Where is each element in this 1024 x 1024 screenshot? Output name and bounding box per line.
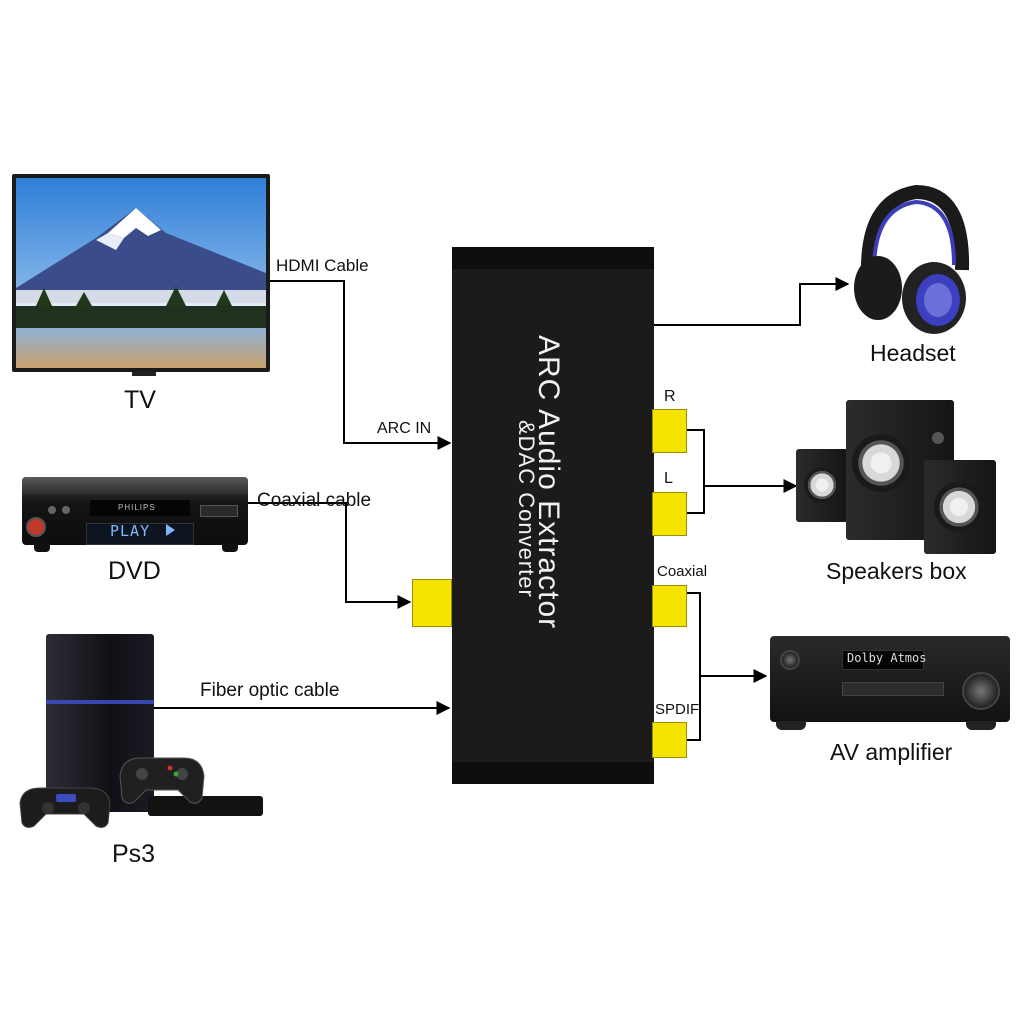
headset-icon xyxy=(854,184,970,334)
arc-in-label: ARC IN xyxy=(377,420,432,437)
hdmi-cable-label: HDMI Cable xyxy=(276,256,369,275)
dvd-foot xyxy=(34,543,50,552)
speaker-driver xyxy=(934,482,984,532)
speakers-label: Speakers box xyxy=(826,558,967,584)
box-bottom-cap xyxy=(452,762,654,784)
subwoofer-port xyxy=(932,432,944,444)
dvd-controls xyxy=(200,505,238,517)
dvd-display-text: PLAY xyxy=(110,522,151,540)
amp-knob xyxy=(780,650,800,670)
r-line xyxy=(686,429,705,514)
box-top-cap xyxy=(452,247,654,269)
subwoofer-driver xyxy=(852,434,910,492)
dvd-brand: PHILIPS xyxy=(118,503,156,512)
extractor-subtitle: &DAC Converter xyxy=(514,420,539,598)
amp-controls xyxy=(842,682,944,696)
coaxial-port-label: Coaxial xyxy=(657,563,708,580)
tv-stand xyxy=(132,371,156,376)
dvd-button xyxy=(62,506,70,514)
ps3-label: Ps3 xyxy=(112,840,156,868)
amp-foot xyxy=(966,721,996,730)
r-port xyxy=(652,409,687,453)
arc-extractor-box xyxy=(452,247,654,784)
r-port-label: R xyxy=(664,388,676,405)
amplifier-label: AV amplifier xyxy=(830,739,953,765)
dvd-foot xyxy=(222,543,238,552)
l-port-label: L xyxy=(664,470,673,487)
tv-label: TV xyxy=(124,386,156,414)
ps3-controllers xyxy=(19,757,205,828)
ps3-stripe xyxy=(46,700,154,704)
headset-label: Headset xyxy=(870,340,956,366)
dvd-disc-tray xyxy=(90,500,190,516)
coaxial-cable-label: Coaxial cable xyxy=(257,490,372,511)
spdif-port xyxy=(652,722,687,758)
ps3-camera xyxy=(148,796,263,816)
l-port xyxy=(652,492,687,536)
volume-knob xyxy=(962,672,1000,710)
amp-display xyxy=(842,650,924,670)
coaxial-in-line xyxy=(248,502,412,609)
hdmi-line xyxy=(270,280,452,450)
controller-icon xyxy=(119,757,205,804)
dvd-top-panel xyxy=(22,477,248,495)
fiber-cable-label: Fiber optic cable xyxy=(200,680,340,701)
play-icon xyxy=(166,524,175,536)
tv-screen xyxy=(16,178,266,368)
amp-foot xyxy=(776,721,806,730)
amp-display-text: Dolby Atmos xyxy=(847,651,927,665)
coaxial-input-port xyxy=(412,579,452,627)
dvd-button xyxy=(48,506,56,514)
dvd-label: DVD xyxy=(108,557,161,585)
spdif-port-label: SPDIF xyxy=(655,701,700,718)
coax-out-line xyxy=(686,592,701,741)
coaxial-output-port xyxy=(652,585,687,627)
power-icon xyxy=(26,517,46,537)
controller-icon xyxy=(19,787,111,828)
headset-line xyxy=(654,277,850,326)
speaker-driver xyxy=(804,467,840,503)
